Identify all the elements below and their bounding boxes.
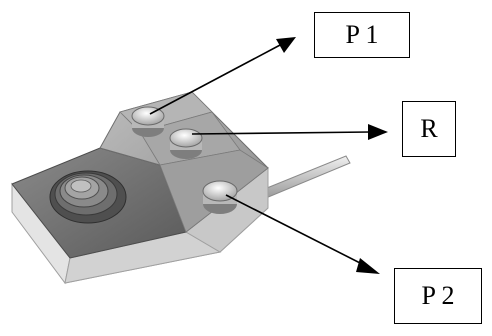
round-button <box>49 170 127 224</box>
label-p1: P 1 <box>314 12 410 58</box>
pin-p1 <box>131 106 165 137</box>
arrow-p2 <box>225 194 380 274</box>
rod <box>261 155 351 199</box>
label-p2: P 2 <box>394 268 482 324</box>
arrow-p1 <box>149 37 296 115</box>
label-r: R <box>402 101 456 157</box>
arrow-r <box>191 124 388 140</box>
